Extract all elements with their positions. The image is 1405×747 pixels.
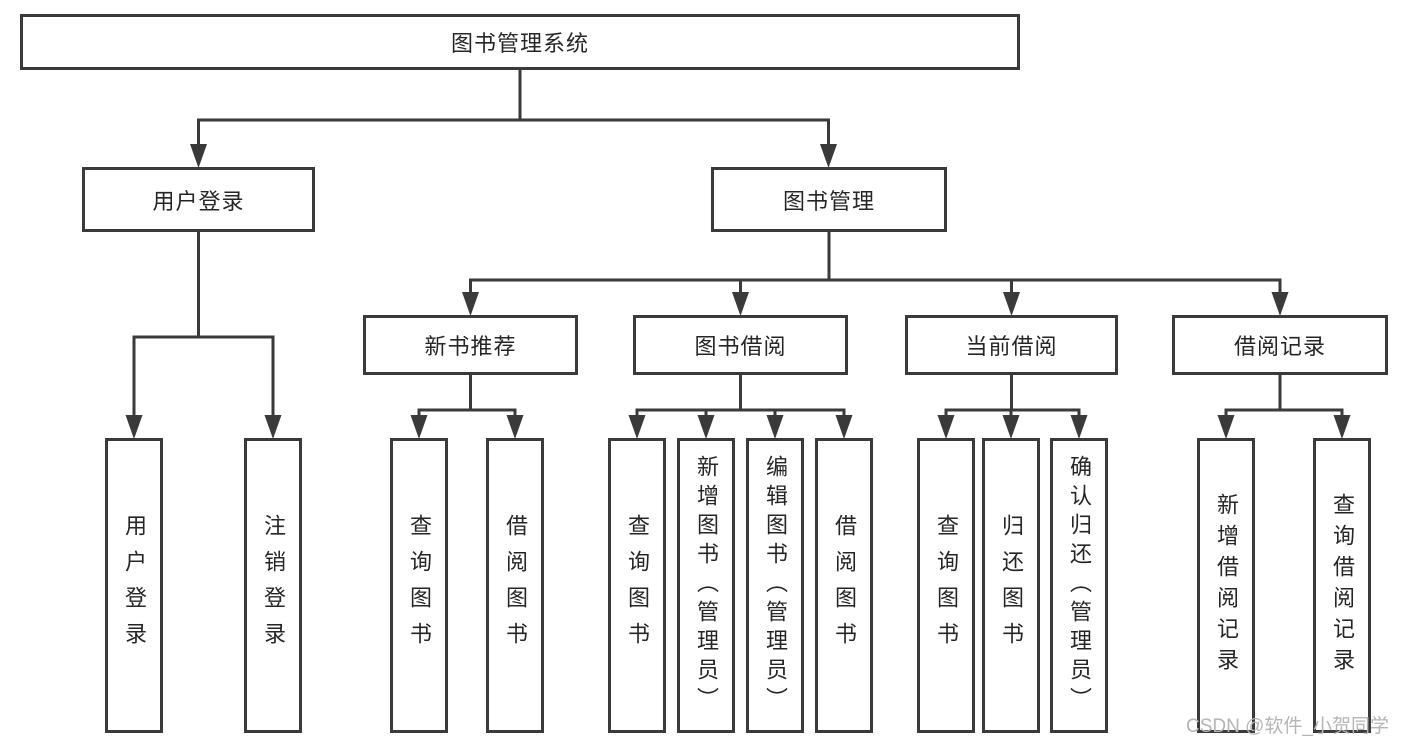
node-logout: 注销登录 (244, 438, 302, 733)
node-book-management-branch: 图书管理 (711, 167, 947, 232)
watermark-text: CSDN @软件_小贺同学 (1186, 716, 1389, 737)
node-borrow-books: 借阅图书 (815, 438, 873, 733)
arrow-down-icon (937, 415, 955, 439)
node-label: 查询图书 (934, 513, 959, 658)
arrow-down-icon (835, 415, 853, 439)
arrow-down-icon (1070, 415, 1088, 439)
node-label: 查询借阅记录 (1330, 492, 1355, 679)
connector-new-book-recommendation (410, 373, 524, 439)
connector-borrowing-records (1217, 373, 1351, 439)
arrow-down-icon (1217, 415, 1235, 439)
node-user-login: 用户登录 (105, 438, 163, 733)
arrow-down-icon (1002, 415, 1020, 439)
node-label: 确认归还（管理员） (1067, 455, 1092, 716)
node-borrowing-records: 借阅记录 (1172, 315, 1388, 375)
arrow-down-icon (1003, 292, 1020, 316)
arrow-down-icon (1271, 292, 1289, 316)
node-confirm-return-admin: 确认归还（管理员） (1050, 438, 1108, 733)
connector-user-login-branch (125, 230, 282, 439)
node-label: 借阅图书 (832, 513, 857, 658)
node-label: 注销登录 (261, 513, 286, 658)
node-label: 新书推荐 (424, 334, 517, 359)
node-label: 查询图书 (625, 513, 650, 658)
node-query-books-recommend: 查询图书 (390, 438, 448, 733)
connector-book-borrowing (628, 373, 853, 439)
node-label: 图书管理 (782, 188, 875, 214)
node-label: 借阅记录 (1233, 334, 1326, 359)
arrow-down-icon (462, 292, 479, 316)
connector-book-management-branch (462, 230, 1289, 316)
node-query-borrow-record: 查询借阅记录 (1313, 438, 1371, 733)
arrow-down-icon (410, 415, 428, 439)
arrow-down-icon (820, 144, 837, 168)
node-label: 用户登录 (122, 513, 147, 658)
node-label: 当前借阅 (965, 334, 1058, 359)
node-add-books-admin: 新增图书（管理员） (677, 438, 735, 733)
arrow-down-icon (264, 415, 282, 439)
node-label: 图书管理系统 (450, 31, 589, 56)
node-book-borrowing: 图书借阅 (633, 315, 848, 375)
node-current-borrowing: 当前借阅 (905, 315, 1118, 375)
arrow-down-icon (628, 415, 646, 439)
node-library-management-system: 图书管理系统 (20, 14, 1020, 70)
arrow-down-icon (125, 415, 143, 439)
arrow-down-icon (506, 415, 524, 439)
node-label: 编辑图书（管理员） (763, 455, 788, 716)
arrow-down-icon (732, 292, 749, 316)
arrow-down-icon (1333, 415, 1351, 439)
node-borrow-books-recommend: 借阅图书 (486, 438, 544, 733)
node-user-login-branch: 用户登录 (82, 167, 315, 232)
node-new-book-recommendation: 新书推荐 (363, 315, 578, 375)
arrow-down-icon (697, 415, 715, 439)
node-label: 用户登录 (152, 188, 245, 214)
node-label: 借阅图书 (503, 513, 528, 658)
node-label: 新增借阅记录 (1214, 492, 1239, 679)
node-return-books: 归还图书 (982, 438, 1040, 733)
arrow-down-icon (766, 415, 784, 439)
node-label: 图书借阅 (694, 334, 787, 359)
node-query-books-current: 查询图书 (917, 438, 975, 733)
node-edit-books-admin: 编辑图书（管理员） (746, 438, 804, 733)
connector-current-borrowing (937, 373, 1088, 439)
node-label: 新增图书（管理员） (694, 455, 719, 716)
node-add-borrow-record: 新增借阅记录 (1197, 438, 1255, 733)
connector-root-to-level2 (190, 68, 837, 168)
node-label: 查询图书 (407, 513, 432, 658)
node-query-books-borrowing: 查询图书 (608, 438, 666, 733)
node-label: 归还图书 (999, 513, 1024, 658)
arrow-down-icon (190, 144, 207, 168)
